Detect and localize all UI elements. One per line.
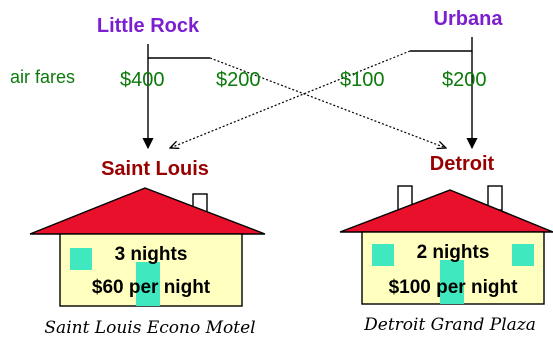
urbana-branch-line bbox=[410, 37, 473, 52]
fare-little-rock-saint-louis: $400 bbox=[120, 69, 165, 91]
left-hotel-rate: $60 per night bbox=[92, 277, 211, 298]
right-hotel-nights: 2 nights bbox=[417, 242, 490, 263]
little-rock-branch-line bbox=[147, 44, 210, 59]
destination-saint-louis-label: Saint Louis bbox=[101, 158, 209, 180]
fare-little-rock-detroit: $200 bbox=[216, 69, 261, 91]
left-hotel-nights: 3 nights bbox=[115, 244, 188, 265]
right-house-window-left bbox=[372, 244, 394, 266]
origin-urbana-label: Urbana bbox=[434, 8, 504, 30]
left-house-door bbox=[136, 262, 160, 306]
left-house-roof bbox=[29, 187, 266, 235]
air-fares-label: air fares bbox=[10, 67, 75, 87]
destination-detroit-label: Detroit bbox=[430, 153, 495, 175]
left-house-window bbox=[70, 248, 92, 270]
fare-urbana-saint-louis: $100 bbox=[340, 69, 385, 91]
detroit-hotel-name: Detroit Grand Plaza bbox=[363, 315, 536, 335]
right-house-door bbox=[440, 260, 464, 304]
detroit-hotel-house: 2 nights $100 per night bbox=[339, 185, 553, 305]
right-house-window-right bbox=[512, 244, 534, 266]
right-house-roof bbox=[339, 189, 553, 233]
fare-urbana-detroit: $200 bbox=[442, 69, 487, 91]
urbana-to-saint-louis-arrow bbox=[170, 50, 411, 148]
saint-louis-hotel-name: Saint Louis Econo Motel bbox=[44, 318, 255, 338]
right-hotel-rate: $100 per night bbox=[389, 277, 518, 298]
origin-little-rock-label: Little Rock bbox=[97, 15, 200, 37]
saint-louis-hotel-house: 3 nights $60 per night bbox=[29, 187, 266, 307]
